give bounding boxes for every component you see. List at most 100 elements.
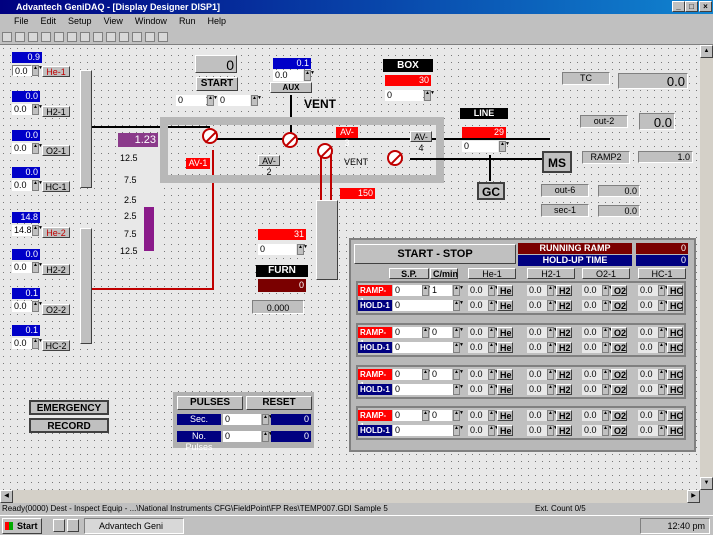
spin-icon[interactable]: ▲▼ bbox=[547, 384, 558, 395]
run-icon[interactable] bbox=[132, 32, 142, 42]
gas-button[interactable]: H2 bbox=[556, 425, 572, 436]
aux-button[interactable]: AUX bbox=[270, 82, 312, 93]
gas-value[interactable]: 0.0 bbox=[582, 327, 602, 338]
scroll-down-icon[interactable]: ▼ bbox=[700, 477, 713, 490]
gas-value[interactable]: 0.0 bbox=[638, 300, 658, 311]
stop-icon[interactable] bbox=[145, 32, 155, 42]
maximize-button[interactable]: □ bbox=[685, 1, 698, 12]
ramp-input[interactable]: 0 bbox=[393, 327, 425, 338]
gas-button[interactable]: He bbox=[497, 384, 513, 395]
spin-icon[interactable]: ▲▼ bbox=[32, 301, 43, 312]
open-icon[interactable] bbox=[15, 32, 25, 42]
spin-icon[interactable]: ▲▼ bbox=[658, 384, 669, 395]
horizontal-scrollbar[interactable]: ◀ ▶ bbox=[0, 490, 700, 503]
menu-help[interactable]: Help bbox=[207, 16, 226, 26]
spin-icon[interactable]: ▲▼ bbox=[262, 431, 273, 442]
gas-value[interactable]: 0.0 bbox=[582, 369, 602, 380]
help-icon[interactable] bbox=[158, 32, 168, 42]
gas-value[interactable]: 0.0 bbox=[468, 425, 488, 436]
scroll-up-icon[interactable]: ▲ bbox=[700, 45, 713, 58]
spin-icon[interactable]: ▲▼ bbox=[602, 384, 613, 395]
taskbar-app-button[interactable]: Advantech Geni bbox=[84, 518, 184, 534]
gas-value[interactable]: 0.0 bbox=[582, 300, 602, 311]
vertical-scrollbar[interactable]: ▲ ▼ bbox=[700, 45, 713, 490]
spin-icon[interactable]: ▲▼ bbox=[658, 369, 669, 380]
gas-value[interactable]: 0.0 bbox=[468, 327, 488, 338]
gas-button[interactable]: HC bbox=[667, 369, 683, 380]
gas-value[interactable]: 0.0 bbox=[638, 285, 658, 296]
spin-icon[interactable]: ▲▼ bbox=[422, 369, 433, 380]
sec-input[interactable]: 0 bbox=[223, 414, 261, 425]
gas-button[interactable]: He bbox=[497, 369, 513, 380]
gas-value[interactable]: 0.0 bbox=[527, 410, 547, 421]
spin-icon[interactable]: ▲▼ bbox=[658, 285, 669, 296]
paste-icon[interactable] bbox=[80, 32, 90, 42]
gas-value[interactable]: 0.0 bbox=[468, 300, 488, 311]
spin-icon[interactable]: ▲▼ bbox=[453, 300, 464, 311]
spin-icon[interactable]: ▲▼ bbox=[547, 342, 558, 353]
spin-icon[interactable]: ▲▼ bbox=[453, 327, 464, 338]
gas-button[interactable]: H2 bbox=[556, 327, 572, 338]
gas-button[interactable]: HC bbox=[667, 285, 683, 296]
emergency-button[interactable]: EMERGENCY bbox=[29, 400, 109, 415]
copy-icon[interactable] bbox=[67, 32, 77, 42]
gas-button[interactable]: O2 bbox=[611, 327, 627, 338]
ramp-input[interactable]: 0 bbox=[393, 369, 425, 380]
gas-button[interactable]: H2 bbox=[556, 342, 572, 353]
sensor-setpoint[interactable]: 0.0 bbox=[12, 65, 32, 76]
spin-icon[interactable]: ▲▼ bbox=[547, 425, 558, 436]
gas-button[interactable]: O2 bbox=[611, 285, 627, 296]
gas-value[interactable]: 0.0 bbox=[468, 285, 488, 296]
spin-icon[interactable]: ▲▼ bbox=[32, 262, 43, 273]
spin-icon[interactable]: ▲▼ bbox=[602, 425, 613, 436]
start-input-1[interactable]: 0 bbox=[176, 95, 206, 106]
gas-button[interactable]: O2 bbox=[611, 342, 627, 353]
record-button[interactable]: RECORD bbox=[29, 418, 109, 433]
spin-icon[interactable]: ▲▼ bbox=[453, 342, 464, 353]
gas-value[interactable]: 0.0 bbox=[527, 425, 547, 436]
spin-icon[interactable]: ▲▼ bbox=[422, 327, 433, 338]
gas-button[interactable]: O2 bbox=[611, 384, 627, 395]
cut-icon[interactable] bbox=[54, 32, 64, 42]
gas-button[interactable]: HC bbox=[667, 425, 683, 436]
gas-button[interactable]: O2 bbox=[611, 425, 627, 436]
box-setpoint[interactable]: 0 bbox=[385, 90, 423, 101]
close-button[interactable]: × bbox=[699, 1, 712, 12]
gas-value[interactable]: 0.0 bbox=[468, 342, 488, 353]
valve-icon[interactable] bbox=[202, 128, 218, 144]
spin-icon[interactable]: ▲▼ bbox=[453, 369, 464, 380]
gas-value[interactable]: 0.0 bbox=[638, 410, 658, 421]
sensor-setpoint[interactable]: 0.0 bbox=[12, 104, 32, 115]
start-input-2[interactable]: 0 bbox=[218, 95, 250, 106]
quicklaunch-icon[interactable] bbox=[53, 519, 65, 532]
spin-icon[interactable]: ▲▼ bbox=[547, 327, 558, 338]
rate-input[interactable]: 0 bbox=[430, 369, 452, 380]
spin-icon[interactable]: ▲▼ bbox=[488, 300, 499, 311]
spin-icon[interactable]: ▲▼ bbox=[32, 104, 43, 115]
gas-value[interactable]: 0.0 bbox=[527, 369, 547, 380]
gas-button[interactable]: He bbox=[497, 300, 513, 311]
gas-value[interactable]: 0.0 bbox=[527, 327, 547, 338]
gas-value[interactable]: 0.0 bbox=[638, 327, 658, 338]
no-pulses-input[interactable]: 0 bbox=[223, 431, 261, 442]
rate-input[interactable]: 0 bbox=[430, 327, 452, 338]
spin-icon[interactable]: ▲▼ bbox=[602, 285, 613, 296]
menu-view[interactable]: View bbox=[103, 16, 123, 26]
spin-icon[interactable]: ▲▼ bbox=[488, 285, 499, 296]
gas-value[interactable]: 0.0 bbox=[582, 425, 602, 436]
sensor-setpoint[interactable]: 14.8 bbox=[12, 225, 32, 236]
spin-icon[interactable]: ▲▼ bbox=[453, 285, 464, 296]
gas-button[interactable]: H2 bbox=[556, 285, 572, 296]
gas-button[interactable]: H2 bbox=[556, 369, 572, 380]
ramp-input[interactable]: 0 bbox=[393, 285, 425, 296]
spin-icon[interactable]: ▲▼ bbox=[488, 342, 499, 353]
gas-button[interactable]: O2 bbox=[611, 410, 627, 421]
start-stop-button[interactable]: START - STOP bbox=[354, 244, 516, 264]
sensor-setpoint[interactable]: 0.0 bbox=[12, 301, 32, 312]
gas-value[interactable]: 0.0 bbox=[582, 384, 602, 395]
spin-icon[interactable]: ▲▼ bbox=[547, 300, 558, 311]
aux-setpoint[interactable]: 0.0 bbox=[273, 70, 303, 81]
align-icon[interactable] bbox=[93, 32, 103, 42]
spin-icon[interactable]: ▲▼ bbox=[547, 285, 558, 296]
spin-icon[interactable]: ▲▼ bbox=[602, 410, 613, 421]
